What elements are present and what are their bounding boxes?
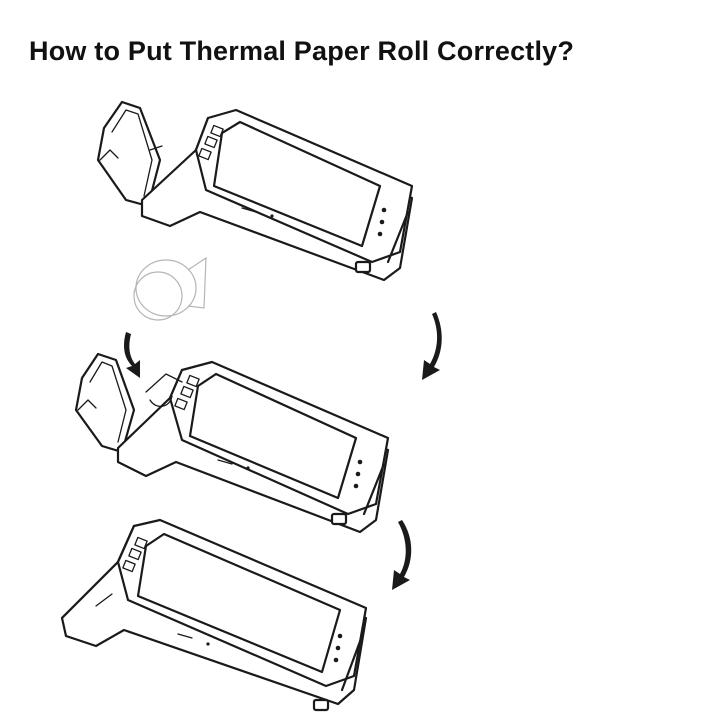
terminal-step-3	[60, 518, 368, 712]
paper-roll-icon	[133, 256, 207, 321]
printer-cover-open	[96, 100, 162, 208]
keypad-buttons	[198, 124, 224, 161]
screen	[136, 532, 342, 674]
curved-arrow-icon	[422, 312, 442, 380]
curved-arrow-icon	[392, 520, 412, 590]
terminal-step-2	[74, 352, 390, 534]
page-title: How to Put Thermal Paper Roll Correctly?	[29, 36, 575, 66]
terminal-step-1	[96, 100, 414, 282]
screen	[188, 372, 358, 500]
keypad-buttons	[122, 536, 148, 573]
curved-arrow-icon	[124, 332, 140, 378]
keypad-buttons	[174, 374, 200, 411]
printer-cover-open	[74, 352, 136, 454]
screen	[212, 120, 382, 248]
